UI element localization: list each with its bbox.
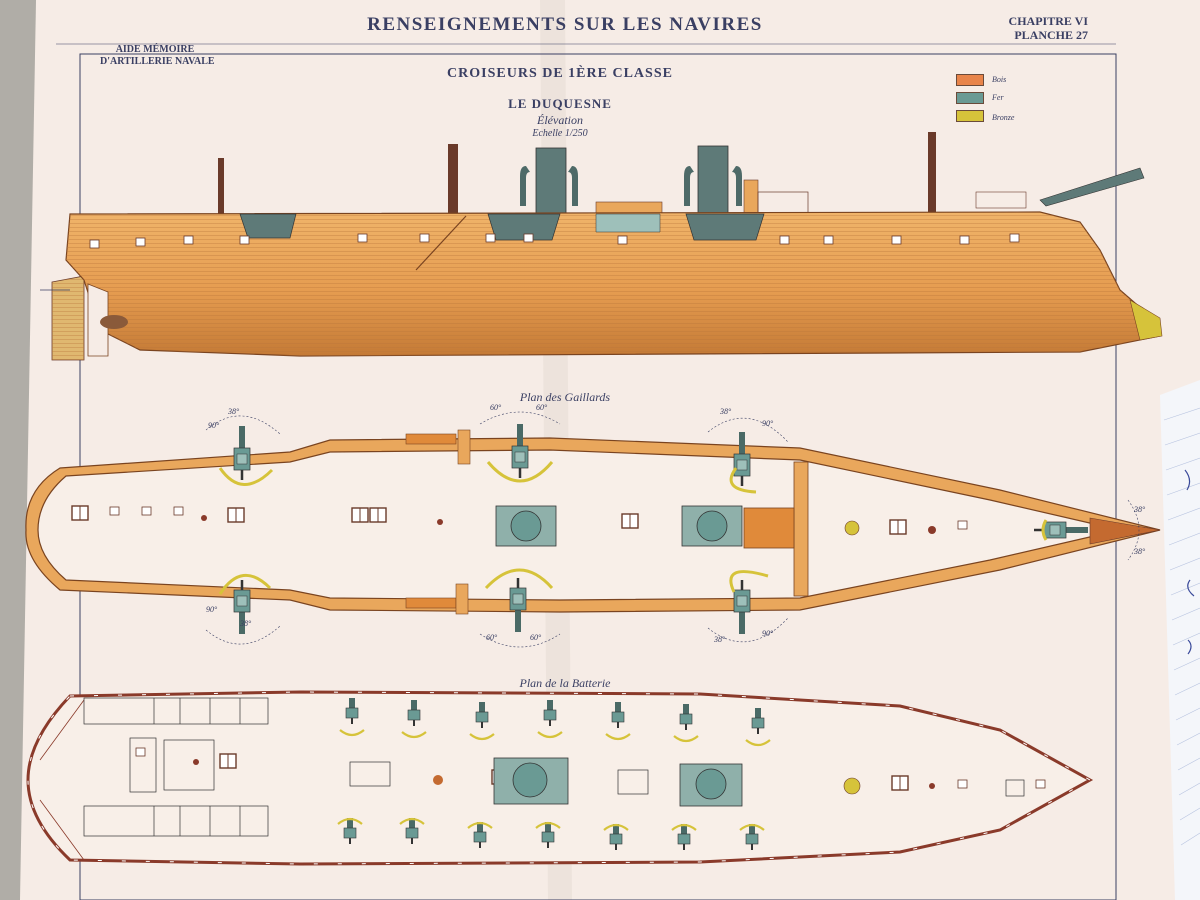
forecastle-plan: 38° 90° 60° 60° 38° 90° 90° 38° 60° 60° …: [25, 403, 1161, 648]
book-title-line-1: AIDE MÉMOIRE: [115, 44, 195, 55]
chapter-reference: CHAPITRE VI PLANCHE 27: [1009, 14, 1088, 42]
legend-label-fer: Fer: [992, 93, 1004, 102]
scale-label: Echelle 1/250: [532, 128, 588, 139]
chapter-label: CHAPITRE VI: [1008, 14, 1088, 28]
angle-label: 60°: [536, 403, 548, 412]
angle-label: 90°: [762, 629, 774, 638]
angle-label: 38°: [719, 407, 732, 416]
angle-label: 38°: [1133, 547, 1146, 556]
angle-label: 38°: [239, 619, 252, 628]
plan-gaillards-title: Plan des Gaillards: [519, 390, 611, 404]
angle-label: 90°: [208, 421, 220, 430]
legend-label-bronze: Bronze: [992, 113, 1015, 122]
plate-number: PLANCHE 27: [1014, 28, 1088, 42]
angle-label: 38°: [1133, 505, 1146, 514]
book-title-line-2: D'ARTILLERIE NAVALE: [100, 56, 215, 67]
angle-label: 60°: [486, 633, 498, 642]
legend-swatch-bronze: [956, 110, 984, 122]
plate-title: RENSEIGNEMENTS SUR LES NAVIRES: [367, 14, 763, 35]
book-title: AIDE MÉMOIRE D'ARTILLERIE NAVALE: [100, 44, 215, 68]
battery-plan: [26, 690, 1094, 866]
angle-label: 90°: [206, 605, 218, 614]
plan-batterie-title: Plan de la Batterie: [519, 676, 611, 690]
ship-class-title: CROISEURS DE 1ÈRE CLASSE: [447, 66, 673, 81]
view-label: Élévation: [537, 113, 583, 127]
angle-label: 90°: [762, 419, 774, 428]
elevation-view: [40, 132, 1163, 361]
angle-label: 38°: [227, 407, 240, 416]
legend-swatch-bois: [956, 74, 984, 86]
legend-label-bois: Bois: [992, 75, 1007, 84]
angle-label: 60°: [530, 633, 542, 642]
legend-swatch-fer: [956, 92, 984, 104]
angle-label: 60°: [490, 403, 502, 412]
ship-name: LE DUQUESNE: [508, 96, 612, 111]
angle-label: 38°: [713, 635, 726, 644]
